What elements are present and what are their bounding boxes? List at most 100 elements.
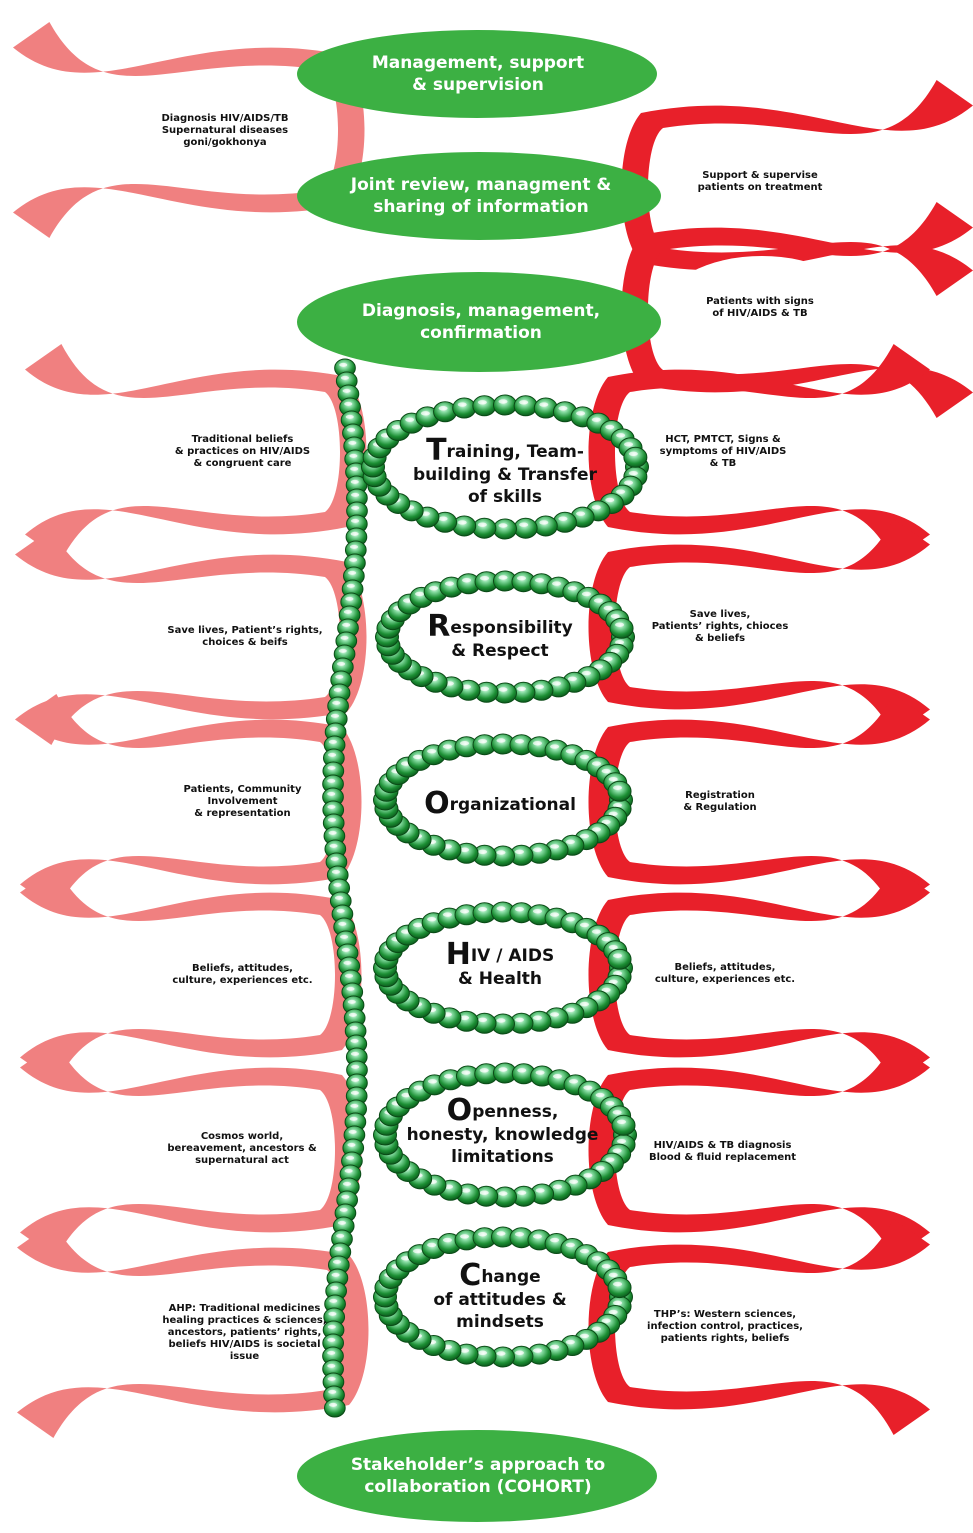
- spine-bead-24-highlight: [337, 662, 345, 666]
- loop-2-bead-32-highlight: [517, 576, 526, 580]
- spine-bead-41-highlight: [333, 883, 341, 887]
- loop-5-bead-30-highlight: [480, 1068, 489, 1072]
- loop-4-bead-32-highlight: [515, 907, 524, 911]
- spine-bead-23-highlight: [339, 649, 347, 653]
- spine-bead-47-highlight: [343, 961, 351, 965]
- loop-2-bead-31-highlight: [499, 575, 508, 579]
- spine-bead-54-highlight: [351, 1052, 359, 1056]
- left-ribbon-1-label: Diagnosis HIV/AIDS/TB Supernatural disea…: [150, 104, 300, 158]
- spine-bead-38-highlight: [329, 844, 337, 848]
- loop-2-bead-36-highlight: [582, 592, 591, 596]
- loop-6-bead-2-highlight: [613, 1301, 622, 1305]
- loop-1-bead-4-highlight: [616, 489, 625, 493]
- loop-6-initial: C: [459, 1258, 481, 1293]
- spine-bead-34-highlight: [327, 792, 335, 796]
- left-ribbon-2-label: Traditional beliefs & practices on HIV/A…: [165, 425, 320, 479]
- loop-1-bead-13-highlight: [458, 520, 467, 524]
- loop-3-bead-26-highlight: [413, 755, 422, 759]
- loop-5-bead-26-highlight: [414, 1085, 423, 1089]
- loop-2-bead-40-body: [610, 618, 633, 638]
- loop-3-bead-12-highlight: [478, 850, 487, 854]
- loop-2-bead-40: [610, 618, 633, 638]
- loop-1-bead-10-highlight: [519, 523, 528, 527]
- loop-1-bead-29-body: [453, 398, 476, 418]
- loop-1-initial: T: [426, 433, 446, 468]
- loop-3-bead-29-highlight: [460, 741, 469, 745]
- loop-1-bead-30-body: [473, 396, 496, 416]
- loop-6-bead-32-highlight: [515, 1232, 524, 1236]
- bead-chain: [323, 359, 649, 1417]
- loop-4-bead-34-highlight: [550, 912, 559, 916]
- spine-bead-44-highlight: [338, 922, 346, 926]
- loop-2-rest: esponsibility: [450, 618, 572, 638]
- loop-1-bead-26-highlight: [405, 417, 414, 421]
- loop-1-bead-36-highlight: [592, 417, 601, 421]
- left-ribbon-3-label: Save lives, Patient’s rights, choices & …: [165, 610, 325, 664]
- spine-bead-12-highlight: [351, 506, 359, 510]
- loop-5-bead-7-highlight: [569, 1179, 578, 1183]
- spine-bead-62-highlight: [346, 1156, 354, 1160]
- loop-1-bead-11-highlight: [499, 523, 508, 527]
- loop-1-bead-30: [473, 396, 496, 416]
- spine-bead-26-highlight: [334, 688, 342, 692]
- loop-1-lines: building & Transfer of skills: [413, 464, 597, 508]
- loop-4-bead-11-highlight: [497, 1018, 506, 1022]
- loop-5-bead-40-highlight: [617, 1120, 626, 1124]
- loop-6-bead-40-highlight: [613, 1282, 622, 1286]
- loop-6-bead-28-highlight: [443, 1238, 452, 1242]
- spine-bead-5-highlight: [346, 415, 354, 419]
- loop-1-bead-9: [534, 516, 557, 536]
- spine-bead-58-highlight: [350, 1104, 358, 1108]
- loop-6-bead-36-highlight: [580, 1249, 589, 1253]
- loop-2-bead-38-highlight: [604, 606, 613, 610]
- loop-1-bead-28-highlight: [439, 406, 448, 410]
- loop-5-bead-2-highlight: [617, 1139, 626, 1143]
- loop-5-bead-36-highlight: [583, 1085, 592, 1089]
- loop-6-bead-3-highlight: [609, 1310, 618, 1314]
- loop-1-bead-29-highlight: [458, 402, 467, 406]
- loop-4-bead-39-highlight: [609, 945, 618, 949]
- loop-2-bead-35-highlight: [568, 586, 577, 590]
- loop-6-bead-4-highlight: [602, 1319, 611, 1323]
- loop-1-rest: raining, Team-: [447, 442, 584, 462]
- loop-3-bead-28-highlight: [443, 744, 452, 748]
- loop-5-bead-33-highlight: [536, 1070, 545, 1074]
- spine-bead-40-highlight: [332, 870, 340, 874]
- loop-5-bead-6-highlight: [583, 1173, 592, 1177]
- loop-3-bead-5-highlight: [592, 827, 601, 831]
- spine-bead-9-highlight: [350, 467, 358, 471]
- right-ribbon-7-label: HIV/AIDS & TB diagnosis Blood & fluid re…: [640, 1132, 805, 1172]
- right-ribbon-4-label: Save lives, Patients’ rights, chioces & …: [645, 600, 795, 654]
- loop-1-bead-2-highlight: [629, 471, 638, 475]
- loop-2-bead-27-highlight: [429, 586, 438, 590]
- loop-2-bead-37-highlight: [594, 598, 603, 602]
- loop-1-label: Training, Team- building & Transfer of s…: [405, 432, 605, 514]
- loop-3-bead-33-highlight: [533, 741, 542, 745]
- loop-1-bead-31: [494, 395, 517, 415]
- loop-2-bead-8-highlight: [552, 681, 561, 685]
- spine-bead-76-highlight: [327, 1338, 335, 1342]
- loop-4-bead-26-highlight: [413, 923, 422, 927]
- top-ellipse-3-label: Diagnosis, management, confirmation: [300, 286, 662, 358]
- loop-6-bead-12-highlight: [478, 1351, 487, 1355]
- loop-3-bead-10-highlight: [515, 850, 524, 854]
- loop-1-bead-14-highlight: [439, 517, 448, 521]
- loop-5-bead-27-highlight: [428, 1079, 437, 1083]
- right-ribbon-1-label: Support & supervise patients on treatmen…: [680, 162, 840, 202]
- loop-1-bead-40: [624, 447, 647, 467]
- loop-6-bead-9-highlight: [533, 1348, 542, 1352]
- loop-2-bead-40-highlight: [615, 623, 624, 627]
- spine-bead-79-highlight: [328, 1377, 336, 1381]
- loop-5-bead-40-body: [612, 1115, 635, 1135]
- loop-6-bead-10-highlight: [515, 1351, 524, 1355]
- loop-1-bead-40-highlight: [629, 452, 638, 456]
- spine-bead-35-highlight: [327, 805, 335, 809]
- loop-4-bead-36-highlight: [580, 923, 589, 927]
- loop-3-bead-34-highlight: [550, 744, 559, 748]
- spine-bead-43-highlight: [337, 909, 345, 913]
- loop-1-bead-32-body: [514, 396, 537, 416]
- loop-1-bead-30-highlight: [478, 400, 487, 404]
- spine-bead-30-highlight: [329, 740, 337, 744]
- loop-2-bead-6-highlight: [582, 671, 591, 675]
- right-ribbon-2-label: Patients with signs of HIV/AIDS & TB: [685, 288, 835, 328]
